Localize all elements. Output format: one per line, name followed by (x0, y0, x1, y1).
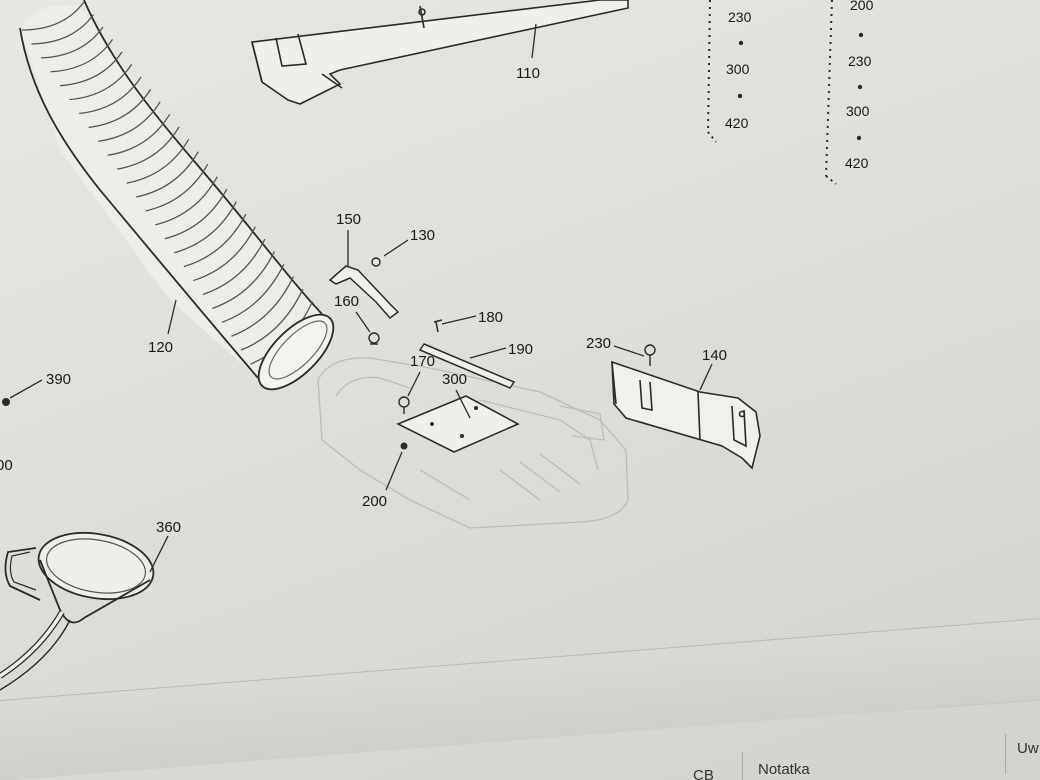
callout-170: 170 (410, 353, 435, 370)
callout-110: 110 (516, 65, 540, 82)
part-230-screw (644, 344, 656, 366)
leader-230 (613, 345, 645, 357)
status-cb[interactable]: CB (693, 767, 714, 780)
hose-ring (117, 126, 180, 170)
hose-ring (174, 201, 237, 254)
status-uw-tab[interactable]: Uw (1017, 740, 1039, 757)
hose-ring (126, 138, 190, 184)
hose-ring (231, 276, 295, 337)
part-150-bracket (328, 265, 400, 320)
hose-ring (240, 288, 304, 351)
part-110-tube (251, 0, 629, 105)
part-170-screw (398, 396, 410, 414)
part-130-bolt (371, 257, 381, 267)
leader-160 (355, 311, 371, 333)
callout-180: 180 (478, 309, 503, 326)
hose-ring (31, 14, 95, 45)
leader-110 (531, 23, 537, 59)
part-390-screw (2, 398, 10, 406)
housing-ghost (317, 357, 629, 529)
callout-360: 360 (156, 519, 181, 536)
size-2-a: 200 (850, 0, 874, 13)
part-360-funnel (0, 532, 155, 691)
size-1-a: 230 (728, 9, 752, 25)
leader-200 (385, 451, 403, 491)
hose-ring (50, 39, 114, 73)
size-2-d: 420 (845, 155, 869, 171)
leader-130 (383, 239, 409, 257)
status-note-tab[interactable]: Notatka (758, 761, 810, 778)
size-2-b: 230 (848, 53, 872, 69)
callout-120: 120 (148, 339, 173, 356)
callout-140: 140 (702, 347, 727, 364)
part-190-rod (418, 343, 516, 389)
callout-230: 230 (586, 335, 611, 352)
status-separator (1005, 734, 1006, 774)
leader-120 (167, 299, 177, 335)
hose-ring (136, 151, 199, 198)
part-160-screw (368, 332, 380, 345)
hose-ring (183, 213, 247, 268)
hose-ring (21, 1, 85, 31)
hose-ring (193, 226, 256, 282)
callout-130: 130 (410, 227, 435, 244)
hose-ring (221, 263, 285, 323)
hose-ring (212, 251, 275, 310)
leader-180 (441, 315, 477, 325)
hose-ring (41, 26, 104, 59)
size-bracket-1: 230 300 420 (707, 0, 752, 143)
callout-150: 150 (336, 211, 361, 228)
leader-140 (699, 363, 713, 391)
callout-partial-left: 00 (0, 457, 13, 474)
part-120-hose (19, 0, 335, 391)
hose-ring (145, 163, 209, 212)
leader-360 (149, 535, 169, 573)
leader-390 (9, 379, 43, 399)
hose-ring (107, 113, 171, 156)
leader-190 (469, 347, 507, 359)
part-200-nut (400, 442, 408, 450)
size-bracket-2: 200 230 300 420 (825, 0, 874, 185)
size-1-b: 300 (726, 61, 750, 77)
leader-300 (455, 389, 471, 419)
part-140-cover (611, 360, 761, 470)
callout-160: 160 (334, 293, 359, 310)
size-1-c: 420 (725, 115, 749, 131)
hose-ring (155, 176, 218, 226)
hose-ring (88, 89, 152, 129)
callout-300: 300 (442, 371, 467, 388)
hose-ring (202, 238, 266, 296)
part-180-pin (433, 319, 443, 333)
part-300-plate (396, 395, 520, 453)
hose-ring (60, 51, 123, 87)
status-separator (742, 752, 743, 780)
callout-190: 190 (508, 341, 533, 358)
hose-ring (164, 188, 228, 240)
hose-ring (69, 64, 133, 101)
callout-390: 390 (46, 371, 71, 388)
size-2-c: 300 (846, 103, 870, 119)
callout-200: 200 (362, 493, 387, 510)
hose-ring (98, 101, 161, 143)
hose-ring (79, 76, 142, 115)
leader-170 (407, 371, 421, 397)
